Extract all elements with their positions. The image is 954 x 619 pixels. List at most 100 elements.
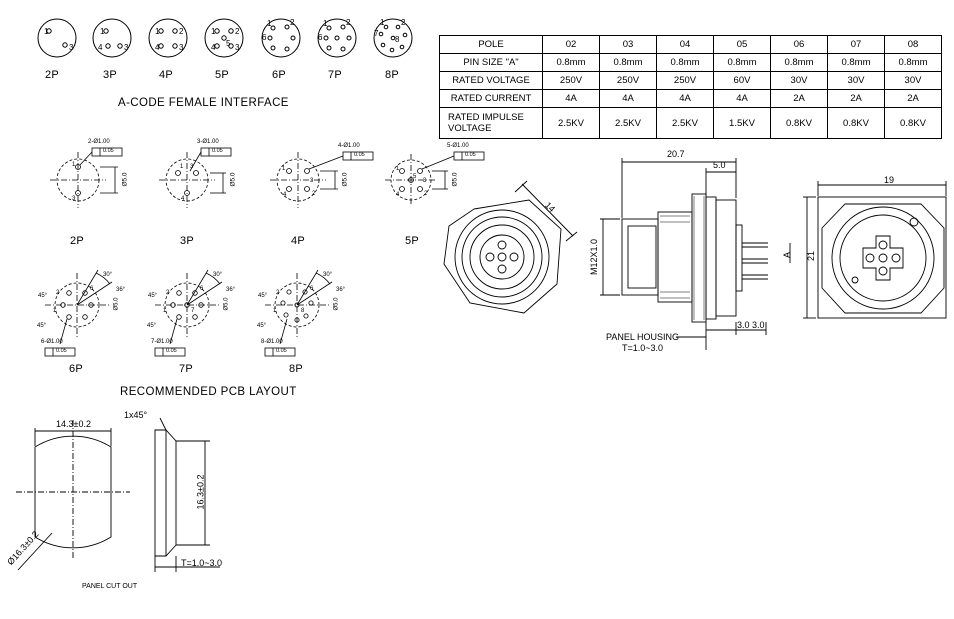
- female-3p-face: [92, 18, 132, 58]
- pcb-pos-7p: 0.05: [166, 348, 177, 354]
- svg-text:45°: 45°: [258, 293, 268, 299]
- female-label-8p: 8P: [385, 69, 400, 81]
- svg-text:45°: 45°: [257, 323, 267, 329]
- pcb-label-6p: 6P: [69, 363, 84, 375]
- table-cell: 0.8KV: [827, 107, 885, 139]
- svg-text:1: 1: [100, 27, 105, 36]
- side-dim-overall: 20.7: [667, 149, 685, 159]
- svg-text:5: 5: [413, 174, 417, 180]
- svg-text:6: 6: [318, 33, 323, 42]
- svg-text:1: 1: [380, 18, 385, 27]
- female-interface-title: A-CODE FEMALE INTERFACE: [118, 97, 289, 109]
- pcb-tol-4p: 4-Ø1.00: [338, 143, 360, 149]
- panel-housing-thickness: T=1.0~3.0: [622, 343, 664, 353]
- pcb-tol-5p: 5-Ø1.00: [447, 143, 469, 149]
- svg-text:45°: 45°: [38, 293, 48, 299]
- svg-text:3: 3: [124, 43, 129, 52]
- pcb-layout-title: RECOMMENDED PCB LAYOUT: [120, 386, 297, 398]
- table-cell: 0.8KV: [770, 107, 828, 139]
- svg-text:1: 1: [267, 19, 272, 28]
- table-cell: 1.5KV: [713, 107, 771, 139]
- side-dim-pin: A: [782, 251, 793, 259]
- rear-dim-width: 19: [884, 175, 895, 185]
- svg-text:2: 2: [235, 27, 240, 36]
- cutout-title: PANEL CUT OUT: [82, 583, 138, 590]
- pcb-label-7p: 7P: [179, 363, 194, 375]
- svg-text:4: 4: [283, 192, 287, 198]
- svg-text:3: 3: [423, 178, 427, 184]
- svg-text:2: 2: [179, 27, 184, 36]
- svg-text:30°: 30°: [213, 272, 223, 278]
- female-7p-face: [317, 18, 357, 58]
- svg-text:2: 2: [166, 290, 170, 296]
- svg-text:45°: 45°: [148, 293, 158, 299]
- svg-text:1: 1: [72, 162, 76, 168]
- cutout-dim-height: 16.3±0.2: [195, 474, 206, 510]
- table-row: PIN SIZE "A" 0.8mm 0.8mm 0.8mm 0.8mm 0.8…: [439, 53, 942, 72]
- svg-text:1: 1: [163, 308, 167, 314]
- pcb-tol-2p: 2-Ø1.00: [88, 139, 110, 145]
- svg-text:5: 5: [226, 39, 231, 48]
- front-hex-outline: [443, 199, 562, 314]
- svg-text:3: 3: [179, 43, 184, 52]
- rear-dim-height: 21: [806, 250, 817, 262]
- pcb-pos-4p: 0.05: [354, 152, 365, 158]
- svg-text:1: 1: [180, 164, 184, 170]
- svg-text:6: 6: [200, 286, 204, 292]
- svg-text:45°: 45°: [37, 323, 47, 329]
- panel-housing-label: PANEL HOUSING: [606, 332, 680, 342]
- pcb-label-5p: 5P: [405, 235, 420, 247]
- svg-text:4: 4: [181, 196, 185, 202]
- cutout-chamfer: 1x45°: [124, 410, 148, 420]
- side-dim-flange: 5.0: [713, 160, 726, 170]
- svg-text:36°: 36°: [116, 287, 126, 293]
- female-label-2p: 2P: [45, 69, 60, 81]
- svg-text:2: 2: [290, 18, 295, 27]
- svg-text:1: 1: [155, 27, 160, 36]
- pcb-tol-8p: 8-Ø1.00: [261, 339, 283, 345]
- svg-text:3: 3: [190, 164, 194, 170]
- svg-text:3: 3: [69, 43, 74, 52]
- svg-text:36°: 36°: [336, 287, 346, 293]
- pcb-pos-2p: 0.05: [103, 148, 114, 154]
- side-dim-bottom-b: 3.0: [752, 320, 765, 330]
- female-8p-face: [373, 18, 413, 58]
- female-label-3p: 3P: [103, 69, 118, 81]
- cutout-thickness: T=1.0~3.0: [181, 558, 223, 568]
- pcb-label-8p: 8P: [289, 363, 304, 375]
- svg-text:36°: 36°: [226, 287, 236, 293]
- female-label-6p: 6P: [272, 69, 287, 81]
- svg-text:1: 1: [323, 19, 328, 28]
- svg-text:4: 4: [98, 43, 103, 52]
- svg-text:8: 8: [301, 308, 305, 314]
- svg-text:1: 1: [396, 166, 400, 172]
- pcb-label-2p: 2P: [70, 235, 85, 247]
- svg-text:4: 4: [211, 43, 216, 52]
- female-label-4p: 4P: [159, 69, 174, 81]
- svg-text:7: 7: [374, 29, 379, 38]
- table-row: RATED IMPULSE VOLTAGE 2.5KV 2.5KV 2.5KV …: [439, 107, 942, 139]
- svg-text:1: 1: [53, 308, 57, 314]
- svg-text:3: 3: [235, 43, 240, 52]
- side-dim-thread: M12X1.0: [589, 238, 600, 276]
- svg-text:4: 4: [155, 43, 160, 52]
- svg-text:3: 3: [72, 196, 76, 202]
- pcb-tol-3p: 3-Ø1.00: [197, 139, 219, 145]
- svg-text:2: 2: [56, 290, 60, 296]
- svg-text:2: 2: [401, 18, 406, 27]
- pcb-tol-7p: 7-Ø1.00: [151, 339, 173, 345]
- svg-text:2: 2: [424, 191, 428, 197]
- table-cell: 2.5KV: [599, 107, 657, 139]
- pcb-pos-6p: 0.05: [56, 348, 67, 354]
- female-5p-face: [204, 18, 244, 58]
- female-4p-face: [148, 18, 188, 58]
- female-2p-face: [37, 18, 77, 58]
- table-cell: 0.8KV: [884, 107, 942, 139]
- svg-text:3: 3: [310, 178, 314, 184]
- pcb-pos-5p: 0.05: [465, 152, 476, 158]
- pcb-pos-3p: 0.05: [212, 148, 223, 154]
- svg-text:30°: 30°: [323, 272, 333, 278]
